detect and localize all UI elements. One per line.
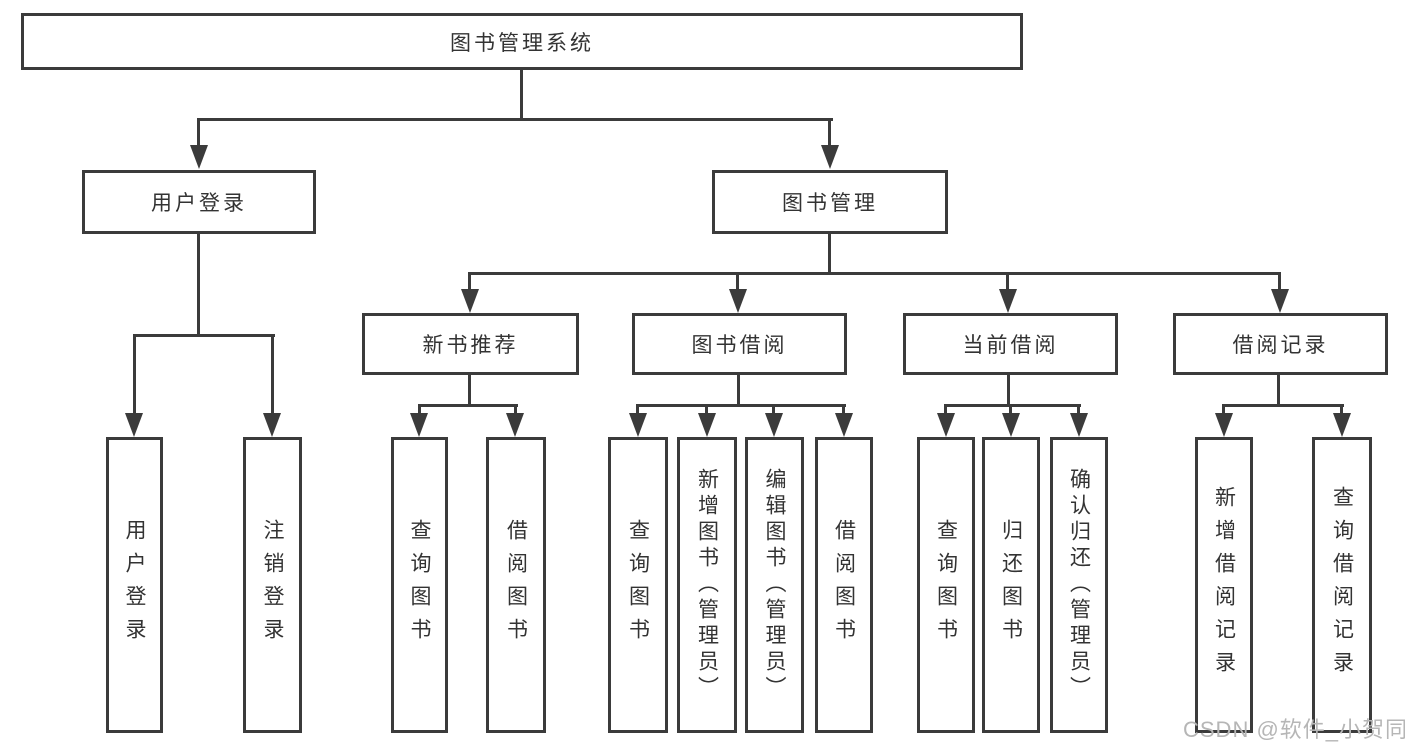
connector-line: [468, 375, 471, 406]
leaf-borrow-books-recommend: 借阅图书: [486, 437, 546, 733]
connector-line: [1009, 404, 1012, 415]
leaf-query-books-current: 查询图书: [917, 437, 975, 733]
arrowhead-icon: [1002, 413, 1020, 437]
node-borrow-records: 借阅记录: [1173, 313, 1388, 375]
connector-line: [1340, 404, 1343, 415]
arrowhead-icon: [999, 289, 1017, 313]
node-label: 图书借阅: [691, 334, 788, 357]
arrowhead-icon: [410, 413, 428, 437]
node-label: 查询借阅记录: [1330, 486, 1354, 684]
node-user-login: 用户登录: [82, 170, 316, 234]
node-label: 查询图书: [934, 519, 958, 651]
arrowhead-icon: [1333, 413, 1351, 437]
node-label: 用户登录: [123, 519, 146, 651]
connector-line: [468, 272, 1281, 275]
arrowhead-icon: [937, 413, 955, 437]
node-book-management: 图书管理: [712, 170, 948, 234]
node-label: 确认归还（管理员）: [1067, 468, 1091, 702]
node-label: 注销登录: [261, 519, 284, 651]
node-label: 当前借阅: [962, 334, 1059, 357]
node-label: 查询图书: [626, 519, 650, 651]
connector-line: [418, 404, 421, 415]
connector-line: [736, 272, 739, 291]
arrowhead-icon: [629, 413, 647, 437]
node-system-root: 图书管理系统: [21, 13, 1023, 70]
node-label: 编辑图书（管理员）: [763, 468, 786, 702]
leaf-logout: 注销登录: [243, 437, 302, 733]
connector-line: [944, 404, 1081, 407]
node-label: 借阅图书: [504, 519, 528, 651]
connector-line: [737, 375, 740, 406]
arrowhead-icon: [506, 413, 524, 437]
leaf-add-books-admin: 新增图书（管理员）: [677, 437, 737, 733]
node-label: 图书管理: [782, 192, 878, 215]
connector-line: [1278, 272, 1281, 291]
leaf-return-books: 归还图书: [982, 437, 1040, 733]
node-label: 新书推荐: [422, 334, 519, 357]
connector-line: [944, 404, 947, 415]
node-book-borrow: 图书借阅: [632, 313, 847, 375]
connector-line: [1007, 375, 1010, 406]
node-current-borrow: 当前借阅: [903, 313, 1118, 375]
connector-line: [772, 404, 775, 415]
connector-line: [133, 334, 136, 415]
arrowhead-icon: [461, 289, 479, 313]
connector-line: [197, 118, 833, 121]
node-label: 新增借阅记录: [1212, 486, 1236, 684]
leaf-edit-books-admin: 编辑图书（管理员）: [745, 437, 804, 733]
leaf-add-borrow-record: 新增借阅记录: [1195, 437, 1253, 733]
connector-line: [520, 69, 523, 120]
connector-line: [514, 404, 517, 415]
node-label: 借阅记录: [1232, 334, 1329, 357]
leaf-confirm-return-admin: 确认归还（管理员）: [1050, 437, 1108, 733]
leaf-query-borrow-record: 查询借阅记录: [1312, 437, 1372, 733]
connector-line: [828, 234, 831, 275]
connector-line: [1077, 404, 1080, 415]
node-label: 查询图书: [408, 519, 431, 651]
node-label: 用户登录: [151, 192, 247, 215]
leaf-query-books-recommend: 查询图书: [391, 437, 448, 733]
arrowhead-icon: [125, 413, 143, 437]
connector-line: [1277, 375, 1280, 406]
arrowhead-icon: [263, 413, 281, 437]
connector-line: [705, 404, 708, 415]
arrowhead-icon: [821, 145, 839, 169]
arrowhead-icon: [1215, 413, 1233, 437]
connector-line: [468, 272, 471, 291]
leaf-borrow-books: 借阅图书: [815, 437, 873, 733]
connector-line: [271, 334, 274, 415]
node-label: 新增图书（管理员）: [695, 468, 719, 702]
connector-line: [133, 334, 275, 337]
node-label: 图书管理系统: [450, 31, 594, 55]
csdn-watermark: CSDN @软件_小贺同学: [1183, 717, 1405, 742]
connector-line: [1006, 272, 1009, 291]
node-label: 归还图书: [999, 519, 1023, 651]
connector-line: [828, 118, 831, 147]
connector-line: [197, 118, 200, 147]
leaf-user-login: 用户登录: [106, 437, 163, 733]
connector-line: [636, 404, 639, 415]
arrowhead-icon: [698, 413, 716, 437]
connector-line: [418, 404, 518, 407]
node-label: 借阅图书: [832, 519, 856, 651]
arrowhead-icon: [190, 145, 208, 169]
connector-line: [842, 404, 845, 415]
arrowhead-icon: [765, 413, 783, 437]
arrowhead-icon: [1271, 289, 1289, 313]
arrowhead-icon: [729, 289, 747, 313]
connector-line: [1222, 404, 1225, 415]
connector-line: [636, 404, 846, 407]
arrowhead-icon: [1070, 413, 1088, 437]
arrowhead-icon: [835, 413, 853, 437]
connector-line: [1222, 404, 1344, 407]
connector-line: [197, 234, 200, 335]
node-new-book-recommend: 新书推荐: [362, 313, 579, 375]
leaf-query-books: 查询图书: [608, 437, 668, 733]
